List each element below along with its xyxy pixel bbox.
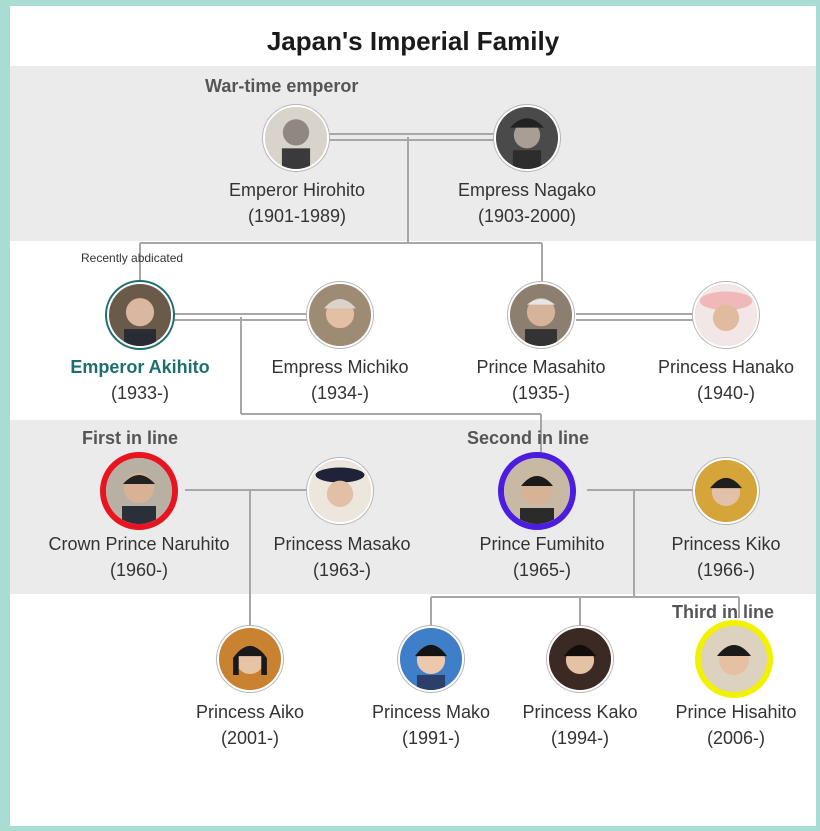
hirohito-portrait-icon [263, 105, 329, 171]
nagako-years: (1903-2000) [477, 206, 577, 226]
page-title: Japan's Imperial Family [266, 26, 560, 56]
hisahito-years: (2006-) [706, 728, 766, 748]
hirohito-years: (1901-1989) [247, 206, 347, 226]
michiko-name: Empress Michiko [271, 357, 409, 377]
akihito-name: Emperor Akihito [70, 357, 210, 377]
masako-portrait-icon [307, 458, 373, 524]
fumihito-name: Prince Fumihito [479, 534, 605, 554]
mako-portrait-icon [398, 626, 464, 692]
hirohito-name: Emperor Hirohito [228, 180, 366, 200]
aiko-years: (2001-) [220, 728, 280, 748]
akihito-portrait-icon [107, 282, 173, 348]
masahito-name: Prince Masahito [476, 357, 606, 377]
naruhito-portrait-icon [100, 452, 178, 530]
hanako-name: Princess Hanako [657, 357, 795, 377]
kiko-years: (1966-) [696, 560, 756, 580]
kako-name: Princess Kako [522, 702, 638, 722]
aiko-name: Princess Aiko [195, 702, 305, 722]
nagako-name: Empress Nagako [457, 180, 597, 200]
naruhito-name: Crown Prince Naruhito [48, 534, 230, 554]
hisahito-portrait-icon [695, 620, 773, 698]
masahito-years: (1935-) [511, 383, 571, 403]
connector-lines [139, 133, 740, 626]
mako-years: (1991-) [401, 728, 461, 748]
war-time-note: War-time emperor [205, 76, 359, 96]
kako-years: (1994-) [550, 728, 610, 748]
kiko-portrait-icon [693, 458, 759, 524]
generation-band-1 [10, 66, 816, 241]
family-tree-frame: Japan's Imperial Family [10, 6, 816, 826]
hisahito-name: Prince Hisahito [675, 702, 797, 722]
masako-years: (1963-) [312, 560, 372, 580]
second-in-line-note: Second in line [467, 428, 590, 448]
kiko-name: Princess Kiko [671, 534, 781, 554]
first-in-line-note: First in line [82, 428, 179, 448]
michiko-portrait-icon [307, 282, 373, 348]
recently-abdicated-note: Recently abdicated [81, 251, 184, 265]
masahito-portrait-icon [508, 282, 574, 348]
kako-portrait-icon [547, 626, 613, 692]
aiko-portrait-icon [217, 626, 283, 692]
michiko-years: (1934-) [310, 383, 370, 403]
nagako-portrait-icon [494, 105, 560, 171]
masako-name: Princess Masako [273, 534, 411, 554]
fumihito-portrait-icon [498, 452, 576, 530]
akihito-years: (1933-) [110, 383, 170, 403]
mako-name: Princess Mako [371, 702, 491, 722]
hanako-portrait-icon [693, 282, 759, 348]
hanako-years: (1940-) [696, 383, 756, 403]
naruhito-years: (1960-) [109, 560, 169, 580]
third-in-line-note: Third in line [672, 602, 774, 622]
fumihito-years: (1965-) [512, 560, 572, 580]
